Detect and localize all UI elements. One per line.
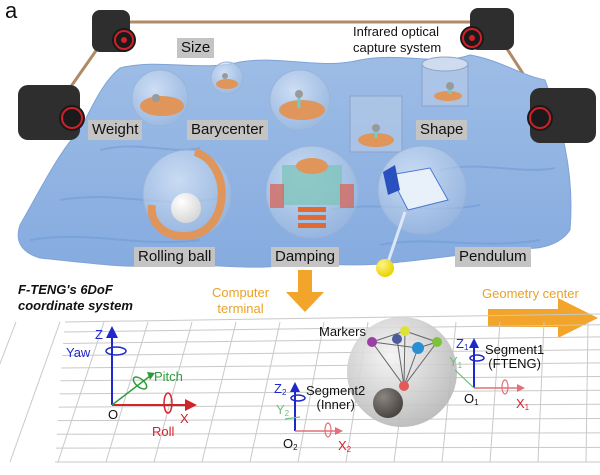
marker-red <box>399 381 409 391</box>
z1-label: Z1 <box>456 336 469 353</box>
computer-terminal-arrow <box>286 270 324 312</box>
device-size <box>210 61 244 95</box>
grid-line-vertical <box>153 321 193 463</box>
axis-subscript: 1 <box>457 361 463 370</box>
markers-label: Markers <box>319 324 366 339</box>
grid-line-horizontal <box>59 389 600 395</box>
grid-line-vertical <box>105 321 149 463</box>
segment1-line2: (FTENG) <box>488 356 541 371</box>
segment2-line1: Segment2 <box>306 383 366 398</box>
coordinate-title-line2: coordinate system <box>18 298 133 313</box>
grid-line-vertical <box>537 321 545 463</box>
device-shape-cylinder <box>421 56 469 107</box>
marker-cyan <box>412 342 424 354</box>
ground-grid <box>0 313 600 463</box>
tag-size: Size <box>177 38 215 58</box>
capture-system-label: Infrared optical capture system <box>353 24 441 56</box>
tag-pendulum: Pendulum <box>455 247 531 267</box>
grid-line-horizontal <box>58 403 600 408</box>
grid-line-horizontal <box>57 417 600 422</box>
segment1-line1: Segment1 <box>485 342 545 357</box>
segment2-axes <box>284 382 343 438</box>
yaw-rotation-icon <box>105 346 127 356</box>
geometry-center-label: Geometry center <box>482 286 579 301</box>
tag-rolling-ball: Rolling ball <box>134 247 216 267</box>
tag-weight: Weight <box>88 120 143 140</box>
pitch-label: Pitch <box>154 369 183 384</box>
grid-line-vertical <box>297 321 325 463</box>
grid-line-horizontal <box>64 324 600 333</box>
grid-line-horizontal <box>55 446 600 449</box>
origin-label: O <box>108 407 119 422</box>
marker-green <box>432 337 442 347</box>
grid-line-vertical <box>489 321 501 463</box>
axis-subscript: 1 <box>524 403 530 412</box>
tag-damping: Damping <box>271 247 340 267</box>
capture-system-label-line1: Infrared optical <box>353 24 439 39</box>
marker-yellow <box>400 326 410 336</box>
grid-line-vertical <box>585 321 589 463</box>
capture-system-label-line2: capture system <box>353 40 442 55</box>
x1-label: X1 <box>516 396 530 413</box>
yaw-label: Yaw <box>66 345 91 360</box>
device-barycenter <box>269 69 331 131</box>
pitch-rotation-icon <box>132 376 148 390</box>
x2-label: X2 <box>338 438 352 455</box>
grid-line-vertical <box>9 321 61 463</box>
segment1-axes <box>454 338 525 395</box>
device-pendulum <box>376 145 467 277</box>
grid-line-horizontal <box>61 362 600 369</box>
inner-ball <box>373 388 403 418</box>
axis-subscript: 2 <box>346 445 352 454</box>
grid-line-vertical <box>0 321 17 365</box>
axis-x-label: X <box>180 411 189 426</box>
main-coordinate-axes <box>105 326 197 414</box>
axis-z-label: Z <box>95 327 103 342</box>
axis-subscript: 2 <box>281 388 287 397</box>
computer-terminal-line2: terminal <box>217 301 264 316</box>
marker-purple <box>367 337 377 347</box>
grid-line-horizontal <box>64 313 600 323</box>
coordinate-title-line1: F-TENG's 6DoF <box>18 282 113 297</box>
device-weight <box>131 69 189 127</box>
axis-subscript: 1 <box>463 343 469 352</box>
camera-right <box>527 88 596 143</box>
tag-barycenter: Barycenter <box>187 120 268 140</box>
axis-subscript: 2 <box>293 443 298 452</box>
z2-label: Z2 <box>274 381 287 398</box>
grid-line-vertical <box>201 321 237 463</box>
axis-subscript: 2 <box>284 409 290 418</box>
y1-label: Y1 <box>449 354 463 371</box>
computer-terminal-label: Computer terminal <box>212 285 269 317</box>
camera-left <box>18 85 85 140</box>
o2-label: O2 <box>283 436 298 453</box>
device-damping <box>265 145 359 239</box>
y2-label: Y2 <box>276 402 290 419</box>
axis-subscript: 1 <box>474 398 479 407</box>
grid-line-vertical <box>249 321 281 463</box>
grid-line-horizontal <box>60 375 600 382</box>
grid-line-horizontal <box>56 432 600 435</box>
grid-line-vertical <box>57 321 105 463</box>
device-shape-cube <box>349 95 403 153</box>
camera-top-left <box>92 10 136 52</box>
roll-rotation-icon <box>163 392 173 414</box>
computer-terminal-line1: Computer <box>212 285 270 300</box>
grid-line-horizontal <box>63 336 600 344</box>
marker-navy <box>392 334 402 344</box>
grid-line-horizontal <box>62 349 600 357</box>
segment1-label: Segment1 (FTENG) <box>485 343 544 371</box>
geometry-center-arrow <box>488 298 598 338</box>
marker-links <box>371 330 438 387</box>
panel-letter: a <box>5 0 18 23</box>
tag-shape: Shape <box>416 120 468 140</box>
camera-top-right <box>460 8 514 50</box>
coordinate-system-title: F-TENG's 6DoF coordinate system <box>18 282 133 314</box>
device-rolling-ball <box>142 148 232 241</box>
roll-label: Roll <box>152 424 175 439</box>
tracking-sphere <box>347 317 457 427</box>
segment2-line2: (Inner) <box>316 397 355 412</box>
o1-label: O1 <box>464 391 479 408</box>
segment2-label: Segment2 (Inner) <box>306 384 365 412</box>
